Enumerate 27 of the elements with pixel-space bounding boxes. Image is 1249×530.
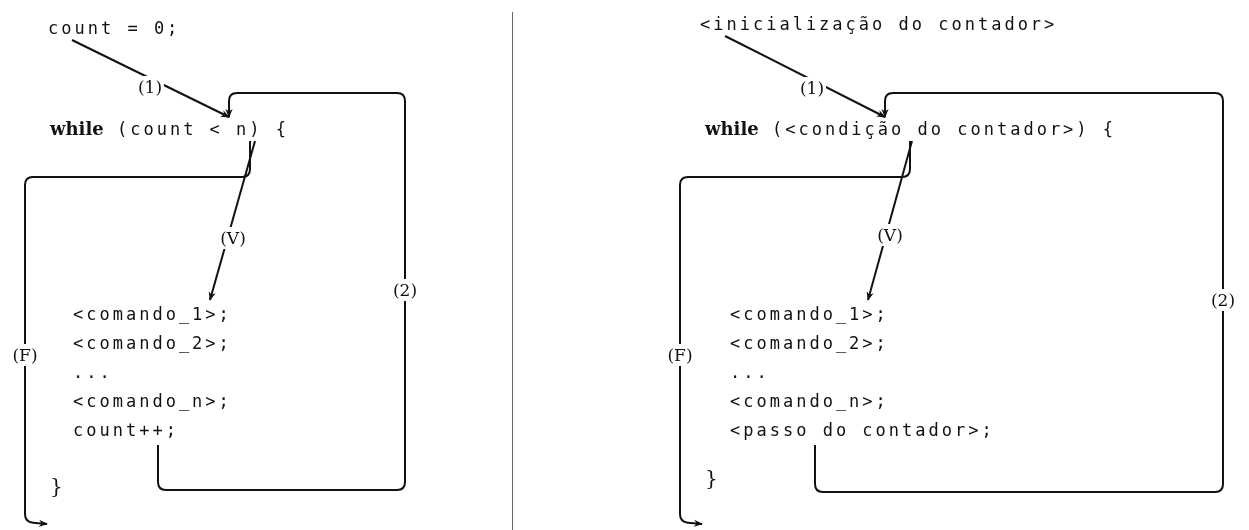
closing-brace: } <box>50 474 63 498</box>
arrow <box>814 92 1224 493</box>
code-line: while (<condição do contador>) { <box>705 117 1117 141</box>
edge-label: (V) <box>875 224 905 246</box>
code-line: ... <box>73 361 114 384</box>
code-line: count = 0; <box>48 16 181 40</box>
arrow <box>679 140 911 527</box>
code-line: <comando_1>; <box>73 303 232 326</box>
code-line: while (count < n) { <box>50 117 289 141</box>
code-line: <comando_2>; <box>73 332 232 355</box>
arrow <box>208 140 256 301</box>
code-line: <passo do contador>; <box>730 419 995 442</box>
closing-brace: } <box>705 466 718 490</box>
edge-label: (F) <box>665 344 695 366</box>
code-line: <comando_2>; <box>730 332 890 355</box>
code-line: count++; <box>73 419 180 442</box>
code-line: <comando_1>; <box>730 303 890 326</box>
code-line: <comando_n>; <box>73 390 232 413</box>
arrow <box>157 92 406 491</box>
code-line: <inicialização do contador> <box>700 12 1058 36</box>
edge-label: (V) <box>218 227 248 249</box>
arrow <box>24 140 251 527</box>
edge-label: (F) <box>10 344 40 366</box>
code-line: <comando_n>; <box>730 390 890 413</box>
arrow <box>724 35 886 118</box>
arrow <box>71 39 230 118</box>
code-line: ... <box>730 361 771 384</box>
